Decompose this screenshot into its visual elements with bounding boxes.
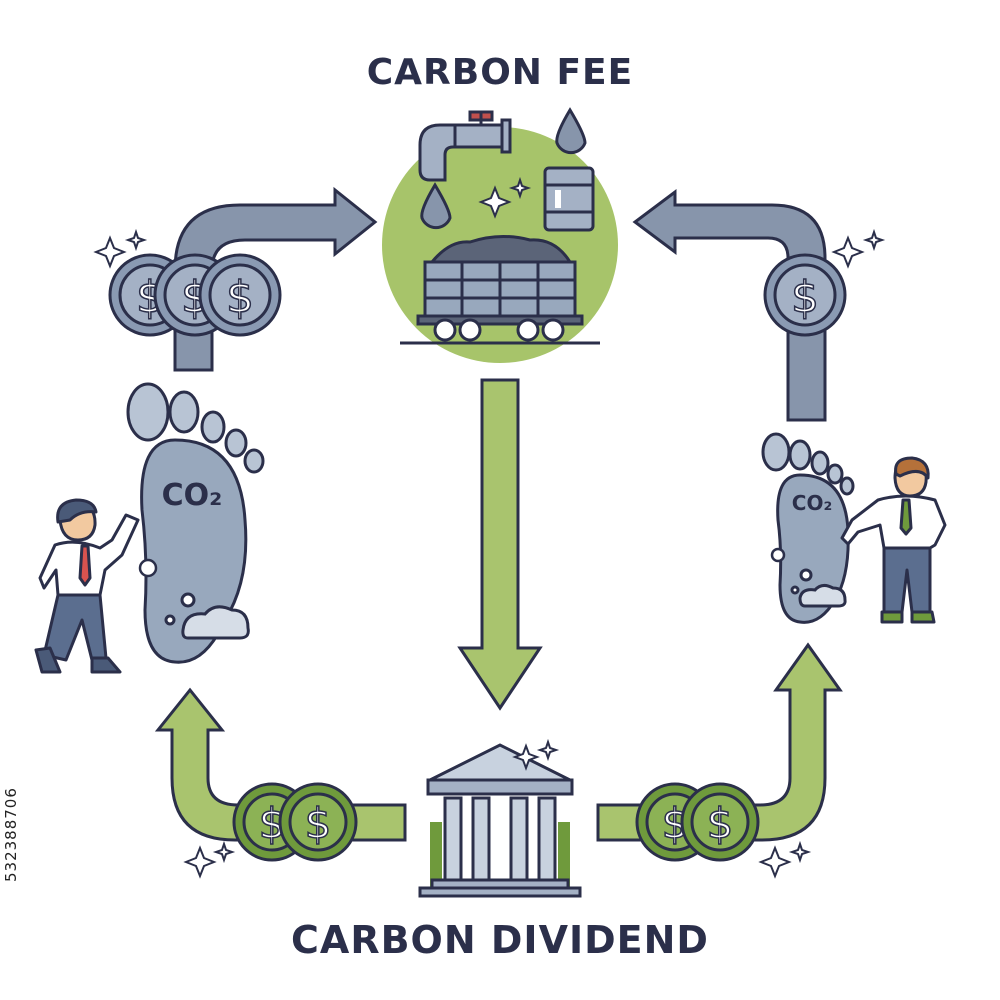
- dollar-sign: $: [226, 272, 254, 323]
- down-arrow: [457, 378, 543, 711]
- right-person-icon: [840, 456, 947, 624]
- right-co2-label: CO₂: [792, 491, 832, 515]
- sparkle-icon: [512, 738, 560, 771]
- sparkle-icon: [478, 176, 532, 219]
- dollar-sign: $: [305, 799, 332, 848]
- oil-pipe-icon: [418, 110, 512, 182]
- fossil-fuel-group: [382, 107, 618, 363]
- sparkle-icon: [758, 840, 812, 879]
- oil-drop-top-icon: [555, 107, 587, 155]
- left-green-coins: $ $: [232, 782, 358, 862]
- oil-barrel-icon: [543, 166, 595, 232]
- bank-icon: [418, 743, 582, 898]
- dollar-sign: $: [791, 272, 819, 323]
- carbon-dividend-title: CARBON DIVIDEND: [291, 918, 709, 962]
- dollar-coin-icon: $: [763, 253, 847, 337]
- dollar-coin-icon: $: [198, 253, 282, 337]
- sparkle-icon: [93, 228, 148, 269]
- dollar-sign: $: [259, 799, 286, 848]
- sparkle-icon: [183, 840, 236, 879]
- bubble-icon: [138, 558, 158, 578]
- dollar-coin-icon: $: [680, 782, 760, 862]
- carbon-fee-title: CARBON FEE: [366, 52, 634, 93]
- right-footprint-icon: CO₂: [761, 432, 855, 624]
- right-green-coins: $ $: [635, 782, 760, 862]
- bottom-left-arrow: [154, 687, 407, 842]
- left-co2-label: CO₂: [162, 478, 223, 513]
- left-person-icon: [34, 498, 140, 674]
- top-right-arrow: [632, 189, 827, 422]
- left-footprint-icon: CO₂: [126, 382, 265, 664]
- dollar-sign: $: [707, 799, 734, 848]
- top-left-arrow: [173, 186, 378, 372]
- bottom-right-arrow: [596, 642, 843, 842]
- oil-drop-icon: [420, 182, 452, 230]
- sparkle-icon: [831, 228, 886, 269]
- bubble-icon: [770, 547, 786, 563]
- left-coin-stack: $ $ $: [108, 253, 282, 337]
- dollar-coin-icon: $: [278, 782, 358, 862]
- coal-wagon-icon: [400, 235, 600, 345]
